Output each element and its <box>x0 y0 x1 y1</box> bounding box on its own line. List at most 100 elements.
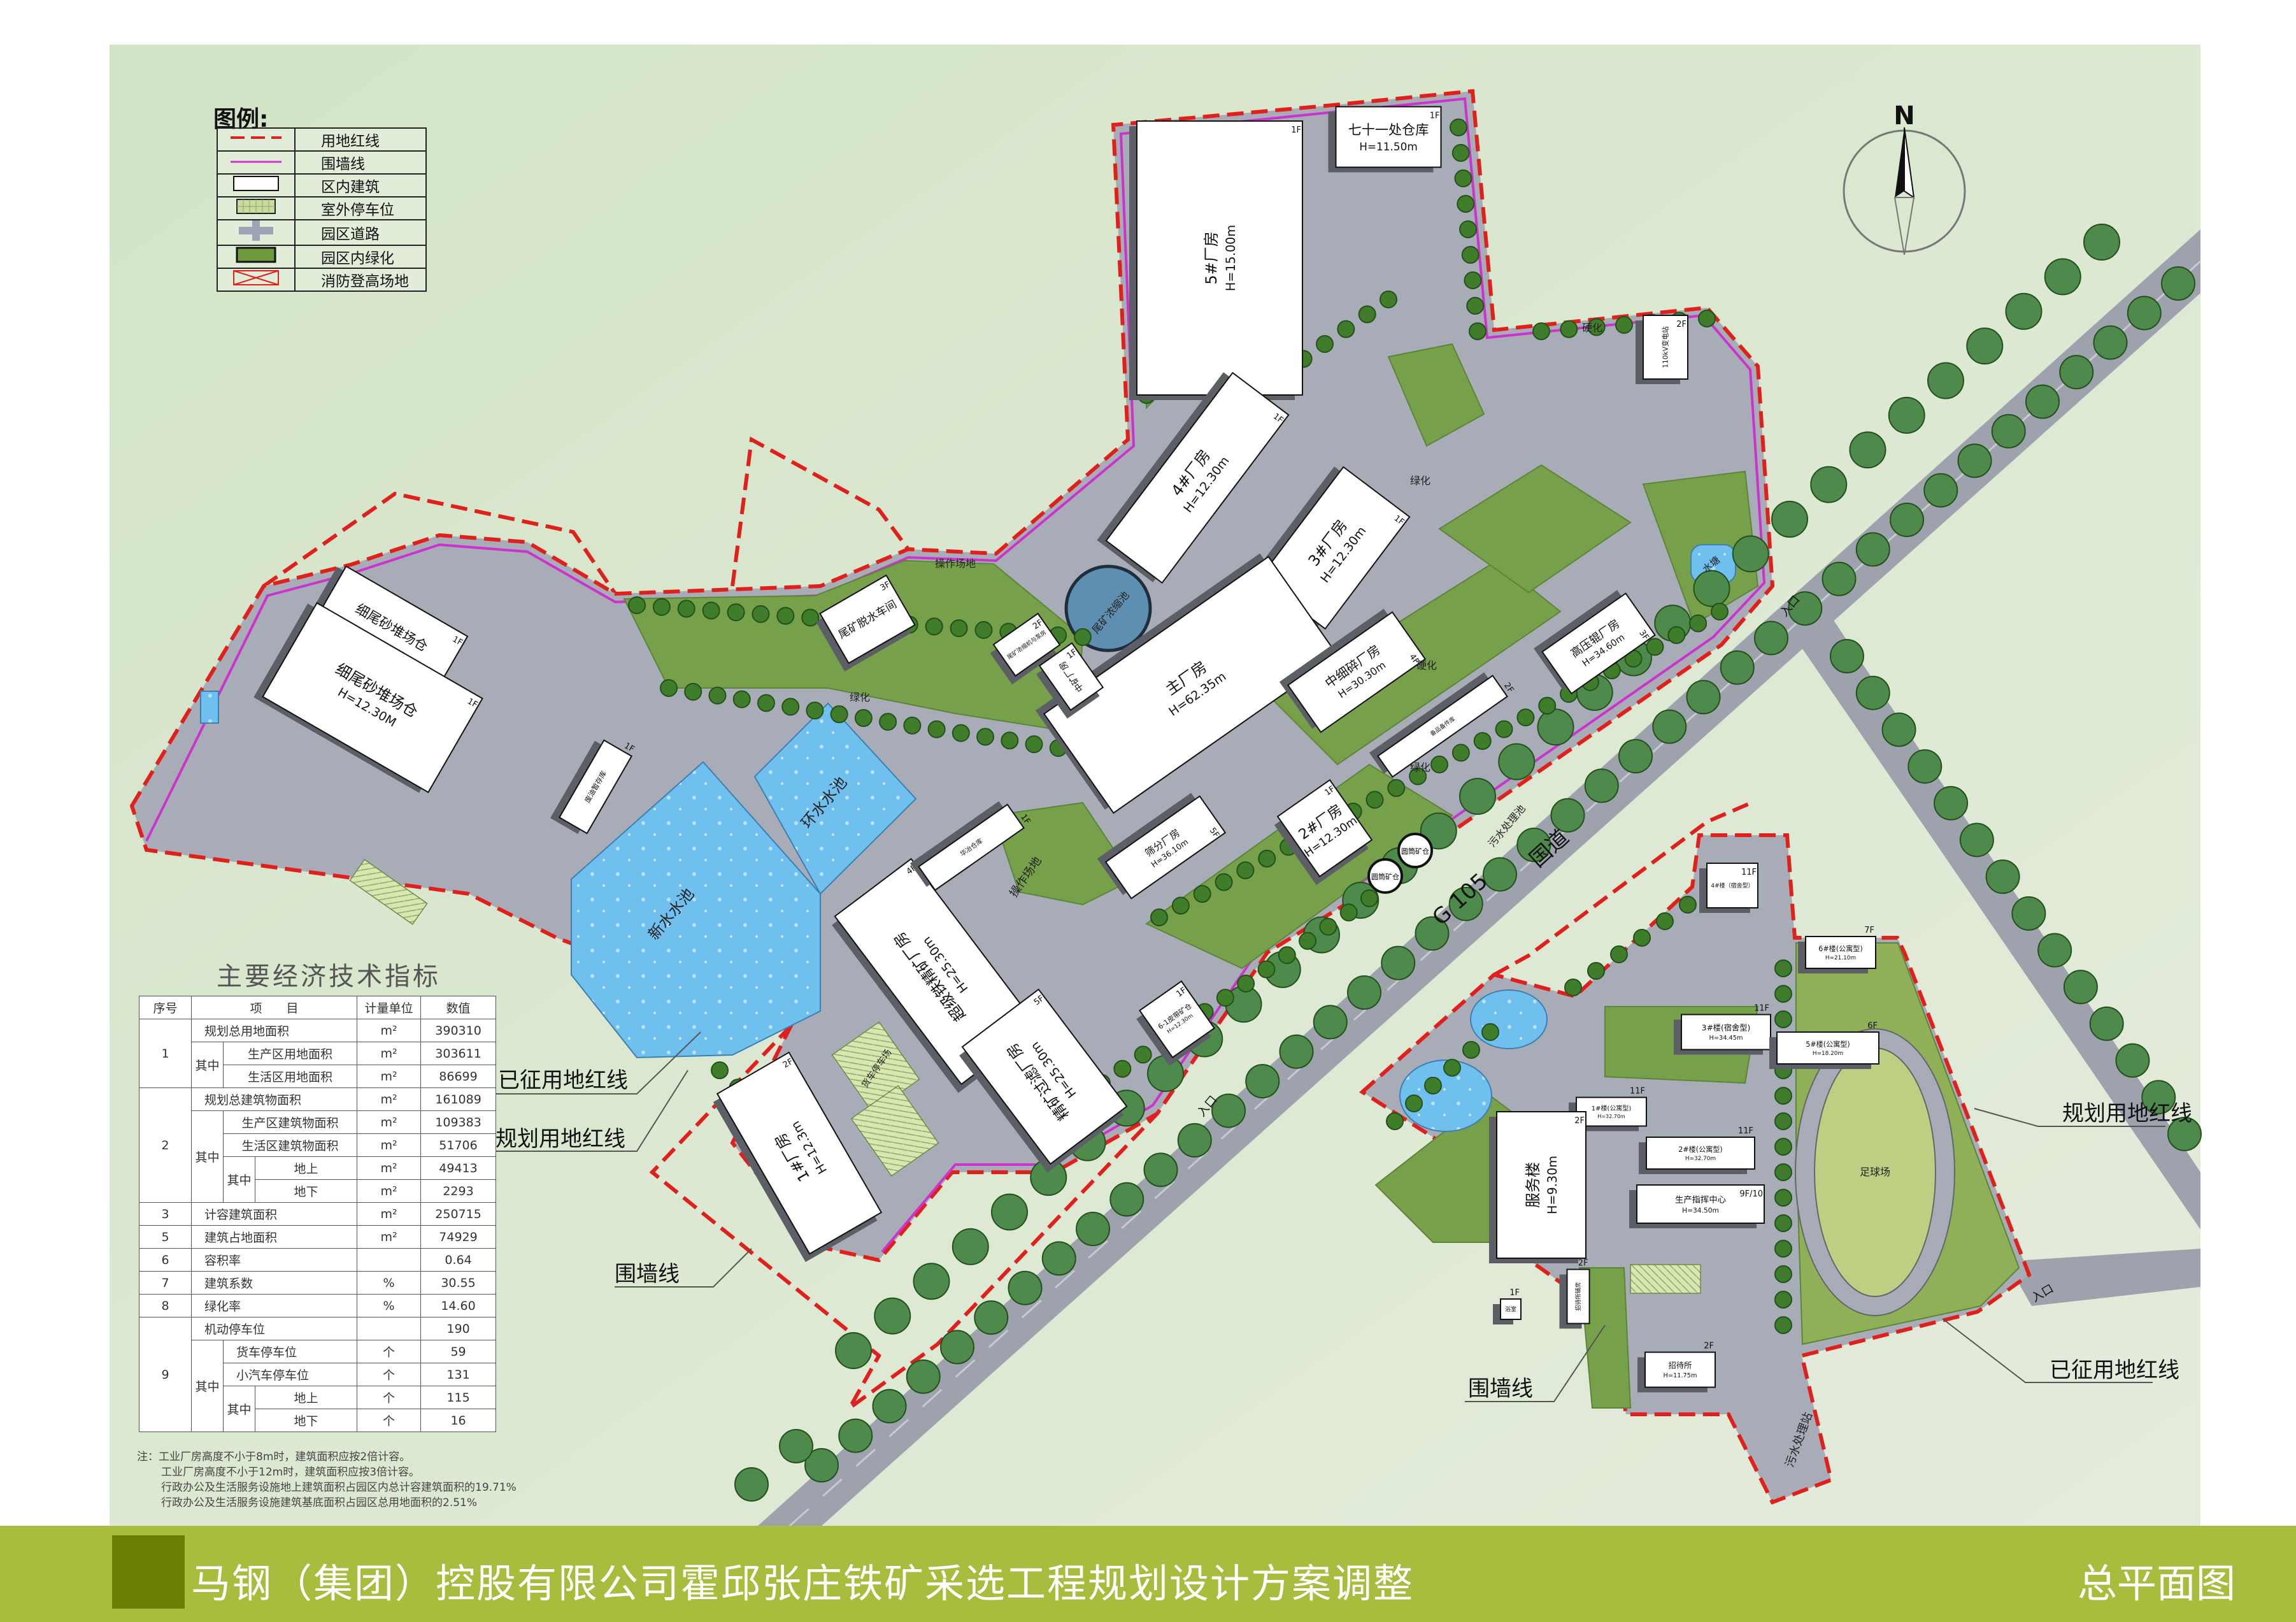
tree <box>1516 828 1551 863</box>
building-floors: 6F <box>1867 1021 1878 1031</box>
building-height: H=9.30m <box>1545 1156 1560 1214</box>
sub-label: 其中 <box>191 1042 224 1088</box>
building-height: H=32.70m <box>1685 1156 1716 1162</box>
building-name: 招待所 <box>1669 1361 1692 1370</box>
legend-label: 室外停车位 <box>294 196 427 220</box>
table-row: 3 计容建筑面积 m² 250715 <box>139 1202 497 1226</box>
tree <box>1754 621 1788 656</box>
tree <box>1109 1182 1144 1217</box>
silo-label: 圆筒矿仓 <box>1371 872 1399 881</box>
row-item: 小汽车停车位 <box>222 1363 358 1386</box>
table-row: 其中 生产区建筑物面积 m² 109383 <box>139 1110 497 1203</box>
tree <box>1689 614 1708 633</box>
building-footprint <box>1805 936 1876 969</box>
tree <box>1469 322 1487 340</box>
label-football-field: 足球场 <box>1860 1166 1890 1178</box>
row-value: 51706 <box>420 1133 497 1157</box>
tree <box>1646 638 1664 656</box>
legend-label: 园区道路 <box>294 219 427 246</box>
row-item: 生产区建筑物面积 <box>222 1110 358 1134</box>
tree <box>1855 675 1890 710</box>
building-name: 6#楼(公寓型) <box>1818 944 1862 953</box>
parking-areas <box>349 859 1701 1294</box>
tree <box>1278 946 1296 965</box>
silo-1: 圆筒矿仓 <box>1367 858 1403 894</box>
row-no: 7 <box>139 1271 192 1295</box>
building-footprint <box>1706 863 1758 908</box>
legend-item: 园区内绿化 <box>217 245 427 269</box>
magenta-line-icon <box>231 161 282 163</box>
building-rect-icon <box>233 176 279 191</box>
building-name: 服务楼 <box>1524 1162 1542 1208</box>
water-bodies <box>200 544 1736 1132</box>
row-item: 规划总用地面积 <box>190 1019 358 1042</box>
tree <box>950 619 968 638</box>
legend-item: 消防登高场地 <box>217 268 427 292</box>
tree <box>1316 335 1334 353</box>
tree <box>1849 431 1886 469</box>
header-cell: 计量单位 <box>357 996 422 1019</box>
tree <box>781 698 800 716</box>
tree <box>2011 896 2046 931</box>
tree <box>1959 822 1994 858</box>
legend-label: 区内建筑 <box>294 173 427 197</box>
building-name: 5#厂房 <box>1202 231 1220 284</box>
row-item: 建筑占地面积 <box>190 1225 358 1249</box>
tree <box>1237 974 1255 993</box>
new-water-pool <box>571 761 821 1059</box>
tree <box>1774 1316 1792 1334</box>
building-name: 招待所辅房 <box>1574 1282 1582 1310</box>
building-height: H=34.45m <box>1709 1035 1743 1042</box>
tree <box>1464 271 1482 289</box>
table-row: 小汽车停车位 个 131 <box>139 1363 497 1386</box>
building-floors: 11F <box>1741 868 1757 877</box>
tree <box>1652 709 1687 744</box>
sub-label: 其中 <box>191 1110 224 1203</box>
pool-west <box>200 691 219 724</box>
tree <box>1386 1112 1404 1130</box>
tree <box>1008 1270 1043 1305</box>
table-row: 7 建筑系数 % 30.55 <box>139 1271 497 1295</box>
tree <box>1774 1189 1792 1207</box>
building-floors: 2F <box>1704 1342 1714 1351</box>
tree <box>1319 917 1337 936</box>
row-value: 0.64 <box>420 1248 497 1272</box>
building-floors: 2F <box>1676 320 1686 329</box>
building-floors: 1F <box>1430 111 1440 121</box>
building-floors: 11F <box>1738 1126 1753 1136</box>
tree <box>1381 945 1416 980</box>
building-name: 2#楼(公寓型) <box>1678 1145 1722 1154</box>
row-unit: m² <box>357 1133 422 1157</box>
label-greening: 绿化 <box>1410 761 1430 773</box>
tree <box>1461 246 1480 264</box>
tree <box>1957 443 1992 478</box>
row-unit: % <box>357 1271 422 1295</box>
sub-label: 其中 <box>191 1340 224 1432</box>
tree <box>1245 1064 1280 1099</box>
tree <box>1481 1023 1499 1041</box>
tree <box>1923 473 1958 508</box>
table-row: 2 规划总建筑物面积 m² 161089 <box>139 1087 497 1203</box>
green-rect-icon <box>236 247 276 263</box>
row-value: 390310 <box>420 1019 497 1042</box>
row-value: 74929 <box>420 1225 497 1249</box>
tree <box>1147 1055 1184 1092</box>
table-row: 5 建筑占地面积 m² 74929 <box>139 1225 497 1249</box>
tree <box>2005 292 2043 330</box>
building-footprint <box>1500 1298 1522 1320</box>
building-name: 七十一处仓库 <box>1348 122 1429 138</box>
tree <box>1459 220 1477 238</box>
silo-2: 圆筒矿仓 <box>1397 833 1433 868</box>
silo-label: 圆筒矿仓 <box>1401 847 1429 856</box>
tree <box>1215 873 1233 891</box>
tree <box>874 1297 911 1335</box>
